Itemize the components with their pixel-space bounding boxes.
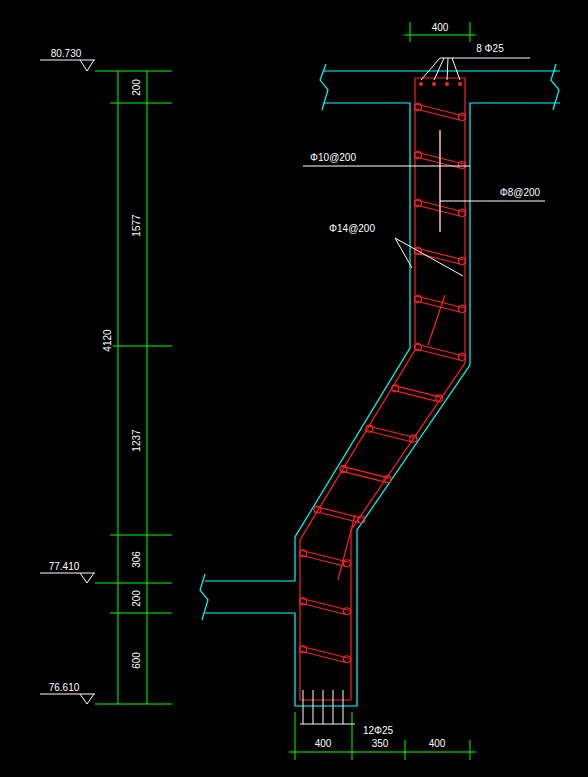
dimension-text: 200 <box>131 78 142 97</box>
dimension-text: 4120 <box>102 328 113 352</box>
stirrup-hook <box>415 152 422 159</box>
dimension-lines <box>95 22 476 760</box>
stirrup-hook <box>358 516 365 523</box>
stirrup-hook <box>436 395 443 402</box>
stirrup <box>301 646 349 662</box>
stirrup-hook <box>384 476 391 483</box>
stirrup-hook <box>300 598 307 605</box>
stirrup <box>416 344 464 360</box>
stirrup-hook <box>340 466 347 473</box>
label-text: 77.410 <box>48 561 81 572</box>
stirrup-hook <box>410 435 417 442</box>
rebar <box>300 78 466 700</box>
stirrup-hook <box>415 296 422 303</box>
stirrup-hook <box>459 114 466 121</box>
label-text: Φ8@200 <box>499 187 541 198</box>
dimension-text: 600 <box>131 651 142 670</box>
stirrup-hook <box>392 385 399 392</box>
stirrup <box>416 296 464 312</box>
bar-dot <box>458 82 462 86</box>
stirrup-hook <box>415 104 422 111</box>
stirrup-hook <box>314 506 321 513</box>
label-text: 12Φ25 <box>362 725 394 736</box>
bar-dot <box>432 82 436 86</box>
dimension-text: 200 <box>131 589 142 608</box>
stirrup-hook <box>344 656 351 663</box>
stirrup <box>301 598 349 614</box>
stirrup-hook <box>344 608 351 615</box>
stirrup-hook <box>366 425 373 432</box>
label-text: 350 <box>371 738 390 749</box>
stirrup-hook <box>459 354 466 361</box>
label-text: 400 <box>314 738 333 749</box>
stirrup-hook <box>415 344 422 351</box>
dimension-text: 1237 <box>131 428 142 452</box>
label-text: 76.610 <box>48 682 81 693</box>
label-text: 400 <box>428 738 447 749</box>
bar-dot <box>445 82 449 86</box>
dimension-text: 1577 <box>131 213 142 237</box>
stirrup <box>393 385 441 401</box>
stirrup-hook <box>459 162 466 169</box>
label-text: 80.730 <box>50 48 83 59</box>
stirrup-hook <box>415 200 422 207</box>
label-text: Φ10@200 <box>309 152 357 163</box>
stirrup-hook <box>459 258 466 265</box>
stirrup <box>301 550 349 566</box>
label-text: 8 Φ25 <box>475 43 504 54</box>
stirrup-hook <box>344 560 351 567</box>
stirrup-hook <box>300 550 307 557</box>
stirrup <box>416 104 464 120</box>
elevation-marks <box>40 60 95 704</box>
stirrup <box>341 466 389 482</box>
dimension-text: 306 <box>131 550 142 569</box>
stirrup <box>315 506 363 522</box>
stirrup <box>416 248 464 264</box>
stirrup-hook <box>300 646 307 653</box>
stirrup-hook <box>459 210 466 217</box>
stirrup-hook <box>459 306 466 313</box>
concrete-outline <box>200 64 560 706</box>
bar-dot <box>419 82 423 86</box>
leader-lines <box>300 58 545 724</box>
label-text: 400 <box>431 22 450 33</box>
stirrup <box>367 426 415 442</box>
label-text: Φ14@200 <box>328 223 376 234</box>
